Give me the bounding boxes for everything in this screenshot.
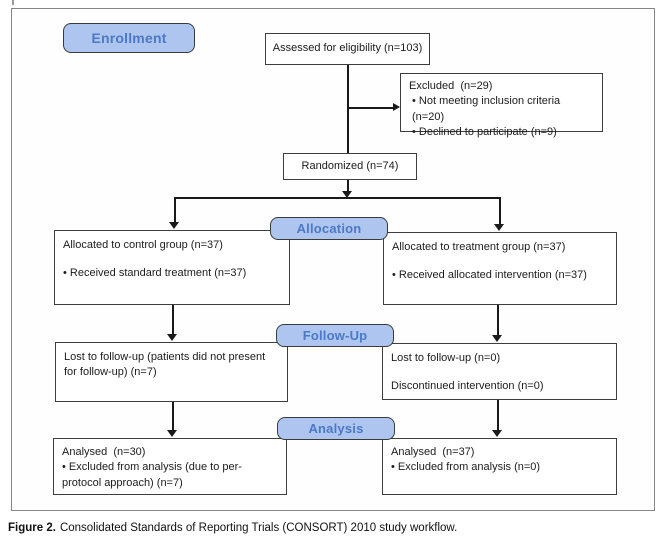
stage-badge-enrollment: Enrollment: [63, 23, 195, 53]
figure-caption-label: Figure 2.: [8, 522, 56, 534]
treatment-followup-line: Lost to follow-up (n=0): [391, 352, 501, 364]
control-followup-box: Lost to follow-up (patients did not pres…: [55, 342, 288, 402]
treatment-analysis-item: Excluded from analysis (n=0): [391, 460, 608, 475]
assessed-eligibility-text: Assessed for eligibility (n=103): [272, 42, 423, 55]
arrowhead-control-followup: [167, 334, 177, 341]
treatment-analysis-box: Analysed (n=37) Excluded from analysis (…: [382, 438, 617, 495]
connector-split-treatment: [499, 197, 501, 225]
control-allocation-title: Allocated to control group (n=37): [63, 239, 223, 251]
connector-split-horizontal: [174, 197, 501, 199]
treatment-followup-box: Lost to follow-up (n=0) Discontinued int…: [382, 343, 617, 400]
treatment-allocation-title: Allocated to treatment group (n=37): [392, 241, 566, 253]
connector-treatment-analysis: [497, 400, 499, 431]
connector-randomized-split: [347, 180, 349, 193]
arrowhead-treatment-followup: [492, 335, 502, 342]
connector-treatment-followup: [497, 305, 499, 336]
treatment-followup-line: Discontinued intervention (n=0): [391, 380, 544, 393]
stage-badge-allocation: Allocation: [270, 217, 388, 240]
excluded-box: Excluded (n=29) Not meeting inclusion cr…: [400, 73, 603, 138]
connector-to-excluded: [348, 107, 393, 109]
assessed-eligibility-box: Assessed for eligibility (n=103): [265, 33, 430, 65]
excluded-title: Excluded (n=29): [409, 80, 493, 92]
control-followup-text: Lost to follow-up (patients did not pres…: [64, 351, 266, 379]
connector-control-analysis: [172, 402, 174, 431]
page-edge-artifact: [12, 0, 14, 5]
stage-badge-analysis: Analysis: [277, 417, 395, 440]
excluded-item: Declined to participate (n=9): [409, 125, 594, 140]
stage-badge-followup: Follow-Up: [276, 324, 394, 347]
control-analysis-title: Analysed (n=30): [62, 446, 146, 458]
connector-assessed-randomized: [347, 65, 349, 153]
excluded-item: Not meeting inclusion criteria (n=20): [409, 94, 594, 125]
randomized-box: Randomized (n=74): [283, 153, 417, 180]
control-allocation-item: Received standard treatment (n=37): [63, 266, 281, 281]
randomized-text: Randomized (n=74): [301, 159, 399, 172]
connector-control-followup: [172, 305, 174, 335]
control-analysis-box: Analysed (n=30) Excluded from analysis (…: [53, 438, 287, 495]
figure-caption: Figure 2.Consolidated Standards of Repor…: [8, 522, 662, 534]
treatment-allocation-box: Allocated to treatment group (n=37) Rece…: [383, 232, 617, 305]
arrowhead-treatment-allocation: [494, 224, 504, 231]
arrowhead-control-allocation: [169, 222, 179, 229]
connector-split-control: [174, 197, 176, 223]
arrowhead-split: [342, 191, 352, 198]
treatment-analysis-title: Analysed (n=37): [391, 446, 475, 458]
control-allocation-box: Allocated to control group (n=37) Receiv…: [54, 230, 290, 305]
figure-caption-text: Consolidated Standards of Reporting Tria…: [59, 522, 458, 534]
arrowhead-excluded: [393, 103, 400, 111]
control-analysis-item: Excluded from analysis (due to per-proto…: [62, 460, 278, 491]
arrowhead-treatment-analysis: [492, 430, 502, 437]
treatment-allocation-item: Received allocated intervention (n=37): [392, 268, 608, 283]
arrowhead-control-analysis: [167, 430, 177, 437]
